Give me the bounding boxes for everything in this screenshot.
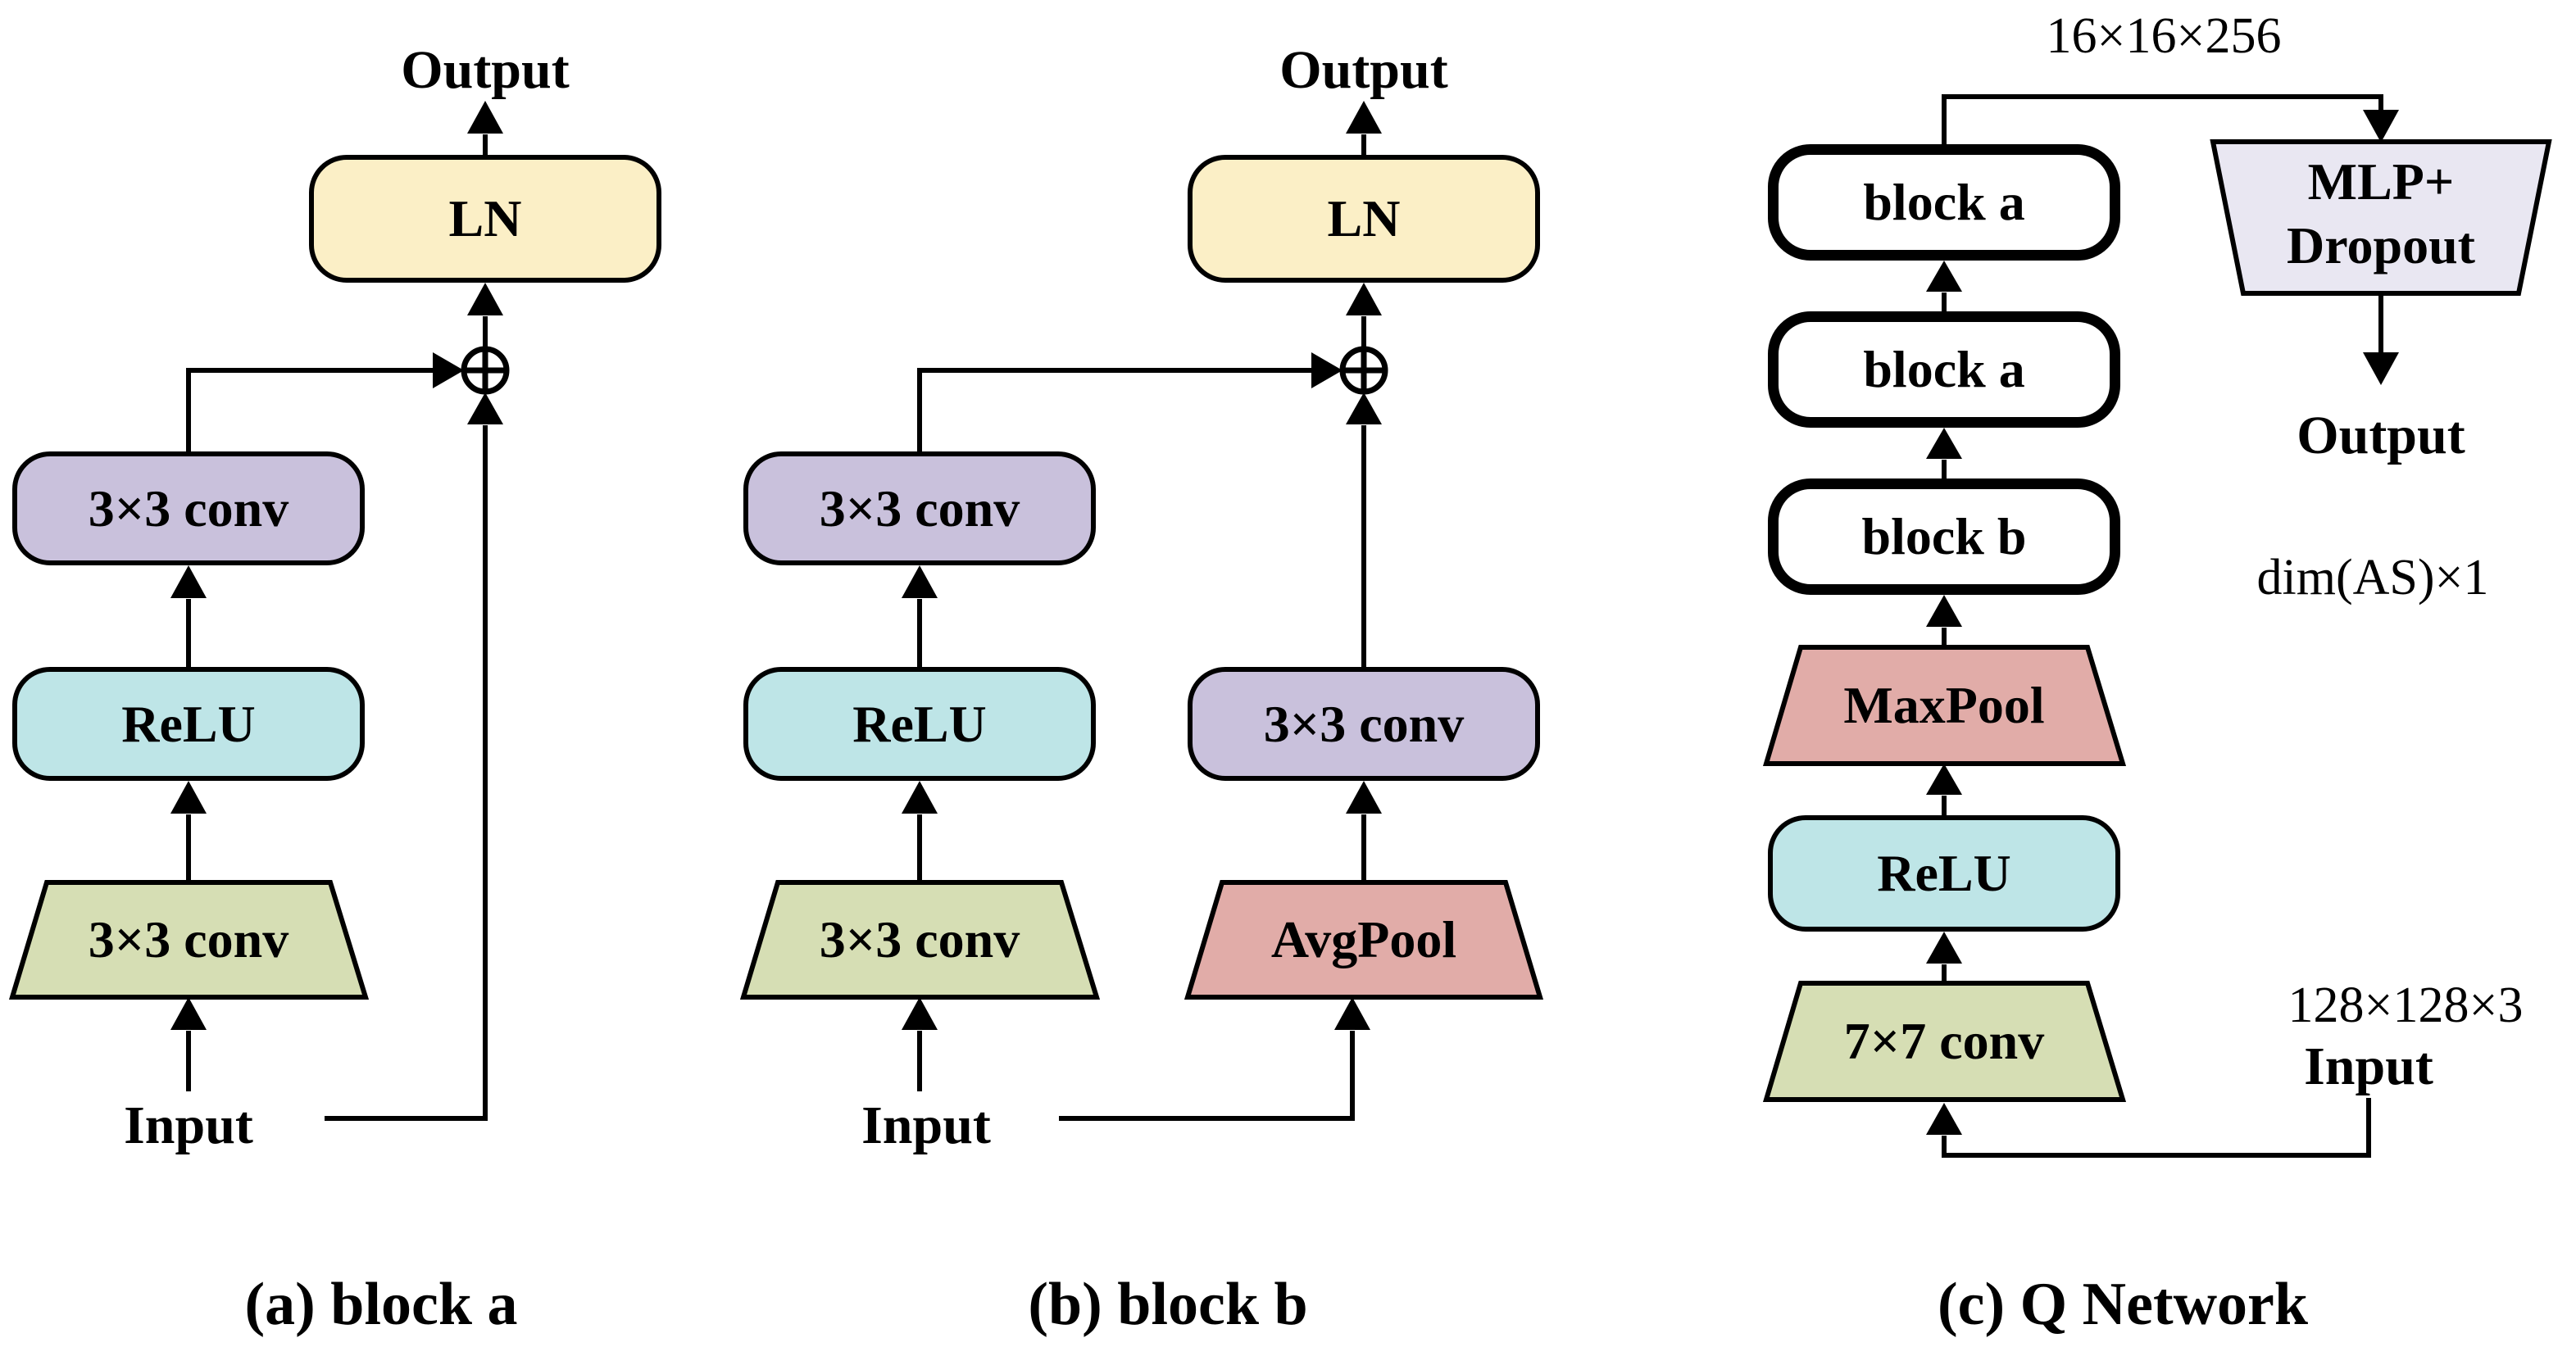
arrowhead-icon <box>1926 764 1962 795</box>
arrowhead-icon <box>1926 261 1962 292</box>
arrowhead-icon <box>1926 428 1962 459</box>
caption-panel-b: (b) block b <box>1028 1271 1308 1338</box>
arrowhead-icon <box>433 352 464 388</box>
edge-c-input-to-conv <box>1942 1098 2371 1158</box>
output-label-c: Output <box>2297 406 2465 465</box>
mlp-label-line2: Dropout <box>2287 216 2475 274</box>
arrowhead-icon <box>1334 997 1370 1030</box>
arrowhead-icon <box>902 781 938 814</box>
maxpool-trapezoid <box>1762 645 2127 766</box>
feature-dim-label: 16×16×256 <box>2046 8 2282 64</box>
conv-stem-trapezoid-b <box>739 880 1101 1000</box>
arrowhead-icon <box>170 997 207 1030</box>
edge-b-input-to-avgpool <box>1059 1031 1355 1121</box>
arrowhead-icon <box>902 997 938 1030</box>
conv-box-b-right: 3×3 conv <box>1188 667 1540 781</box>
edge-a-conv2-to-add <box>186 368 434 451</box>
conv-stem-trapezoid-a <box>8 880 370 1000</box>
arrowhead-icon <box>467 101 503 134</box>
input-dim-label: 128×128×3 <box>2288 977 2524 1033</box>
avgpool-trapezoid <box>1184 880 1544 1000</box>
arrowhead-icon <box>1346 283 1382 315</box>
block-b-box: block b <box>1768 478 2120 595</box>
edge-a-input-skip-to-add <box>325 425 488 1121</box>
caption-panel-a: (a) block a <box>244 1271 518 1338</box>
conv-stem-label-c: 7×7 conv <box>1843 1012 2045 1070</box>
mlp-label-line1: MLP+ <box>2307 152 2455 211</box>
input-label-a: Input <box>124 1095 253 1155</box>
relu-box-b: ReLU <box>743 667 1096 781</box>
block-a-box-2: block a <box>1768 311 2120 428</box>
input-label-b: Input <box>861 1095 991 1155</box>
arrowhead-icon <box>1346 781 1382 814</box>
conv-box-a: 3×3 conv <box>12 451 365 565</box>
arrowhead-icon <box>467 283 503 315</box>
ln-box-a: LN <box>309 155 661 283</box>
block-a-box-1: block a <box>1768 144 2120 261</box>
arrowhead-icon <box>1926 932 1962 964</box>
arrowhead-icon <box>902 565 938 598</box>
conv-stem-label-b: 3×3 conv <box>819 910 1020 968</box>
relu-box-c: ReLU <box>1768 815 2120 932</box>
ln-box-b: LN <box>1188 155 1540 283</box>
mlp-dropout-trapezoid <box>2210 139 2552 296</box>
maxpool-label: MaxPool <box>1843 676 2045 734</box>
output-dim-label: dim(AS)×1 <box>2256 550 2489 605</box>
output-label-b: Output <box>1279 40 1448 100</box>
arrowhead-icon <box>170 781 207 814</box>
avgpool-label: AvgPool <box>1270 910 1457 968</box>
arrowhead-icon <box>1346 101 1382 134</box>
arrowhead-icon <box>1926 595 1962 627</box>
arrowhead-icon <box>1311 352 1343 388</box>
input-label-c: Input <box>2304 1036 2433 1096</box>
edge-b-conv2-to-add <box>917 368 1311 451</box>
output-label-a: Output <box>401 40 570 100</box>
arrowhead-icon <box>467 392 503 424</box>
arrowhead-icon <box>2363 110 2399 143</box>
relu-box-a: ReLU <box>12 667 365 781</box>
caption-panel-c: (c) Q Network <box>1937 1271 2309 1338</box>
conv-stem-trapezoid-c <box>1762 981 2127 1102</box>
edge-c-blocka1-to-mlp <box>1942 94 2383 144</box>
arrowhead-icon <box>2363 352 2399 385</box>
conv-box-b-left: 3×3 conv <box>743 451 1096 565</box>
arrowhead-icon <box>1346 392 1382 424</box>
arrowhead-icon <box>1926 1103 1962 1135</box>
conv-stem-label-a: 3×3 conv <box>88 910 289 968</box>
arrowhead-icon <box>170 565 207 598</box>
